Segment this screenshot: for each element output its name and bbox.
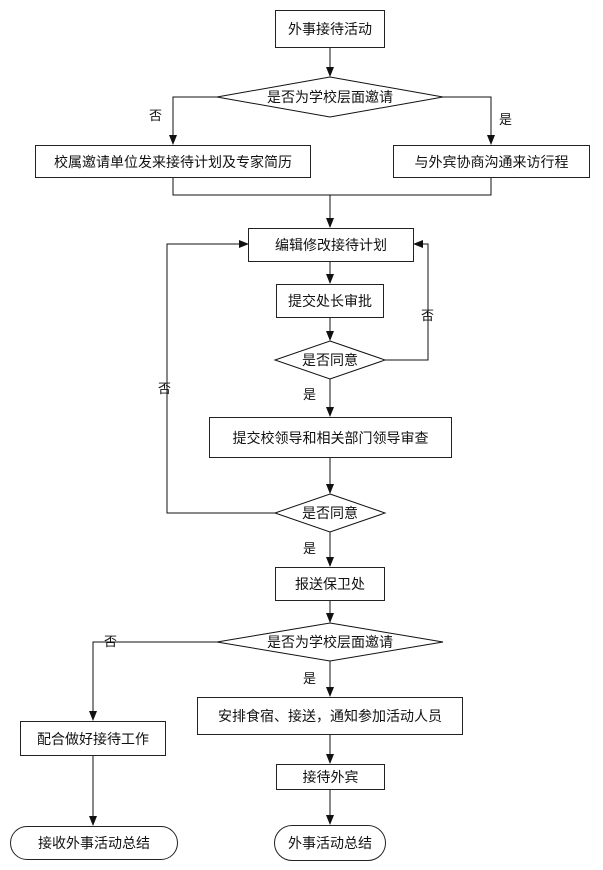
arrow-agree1-no-loop (385, 240, 429, 361)
submit-leaders-box: 提交校领导和相关部门领导审查 (209, 417, 452, 458)
decision-school-2: 是否为学校层面邀请 (217, 623, 443, 661)
arrow-right-box-merge (330, 178, 492, 196)
submit-director-box: 提交处长审批 (276, 284, 384, 318)
edge-label-no-1: 否 (149, 109, 163, 124)
arrange-lodging-box: 安排食宿、接送，通知参加活动人员 (197, 697, 463, 735)
end-summary-terminal: 外事活动总结 (274, 825, 386, 861)
arrow-left-box-merge (172, 178, 330, 196)
decision-school-2-label: 是否为学校层面邀请 (267, 635, 393, 651)
cooperate-reception-box: 配合做好接待工作 (20, 721, 166, 756)
edge-label-no-loop-2: 否 (158, 382, 172, 397)
negotiate-itinerary-box: 与外宾协商沟通来访行程 (393, 145, 590, 178)
decision-agree-2: 是否同意 (275, 494, 385, 532)
edge-label-yes-1: 是 (499, 113, 513, 128)
edge-label-no-loop-1: 否 (421, 309, 435, 324)
start-box: 外事接待活动 (275, 10, 385, 48)
arrow-decision2-no (89, 641, 217, 721)
decision-school-1: 是否为学校层面邀请 (217, 77, 443, 117)
decision-agree-1-label: 是否同意 (302, 353, 358, 369)
edit-plan-box: 编辑修改接待计划 (248, 228, 414, 262)
decision-agree-1: 是否同意 (275, 341, 385, 379)
decision-school-1-label: 是否为学校层面邀请 (267, 90, 393, 106)
report-security-box: 报送保卫处 (275, 567, 385, 601)
decision-diamond-school-1 (216, 76, 444, 118)
receive-guests-box: 接待外宾 (276, 764, 385, 790)
decision-agree-2-label: 是否同意 (302, 506, 358, 522)
arrow-decision1-yes (443, 96, 495, 145)
edge-label-no-3: 否 (104, 635, 118, 650)
end-receive-summary-terminal: 接收外事活动总结 (10, 826, 178, 860)
edge-label-yes-2: 是 (303, 388, 317, 403)
edge-label-yes-3: 是 (303, 542, 317, 557)
affiliated-unit-plan-box: 校属邀请单位发来接待计划及专家简历 (35, 145, 311, 178)
arrow-decision1-no (169, 96, 217, 145)
edge-label-yes-4: 是 (303, 672, 317, 687)
arrow-agree2-no-loop (166, 240, 275, 514)
